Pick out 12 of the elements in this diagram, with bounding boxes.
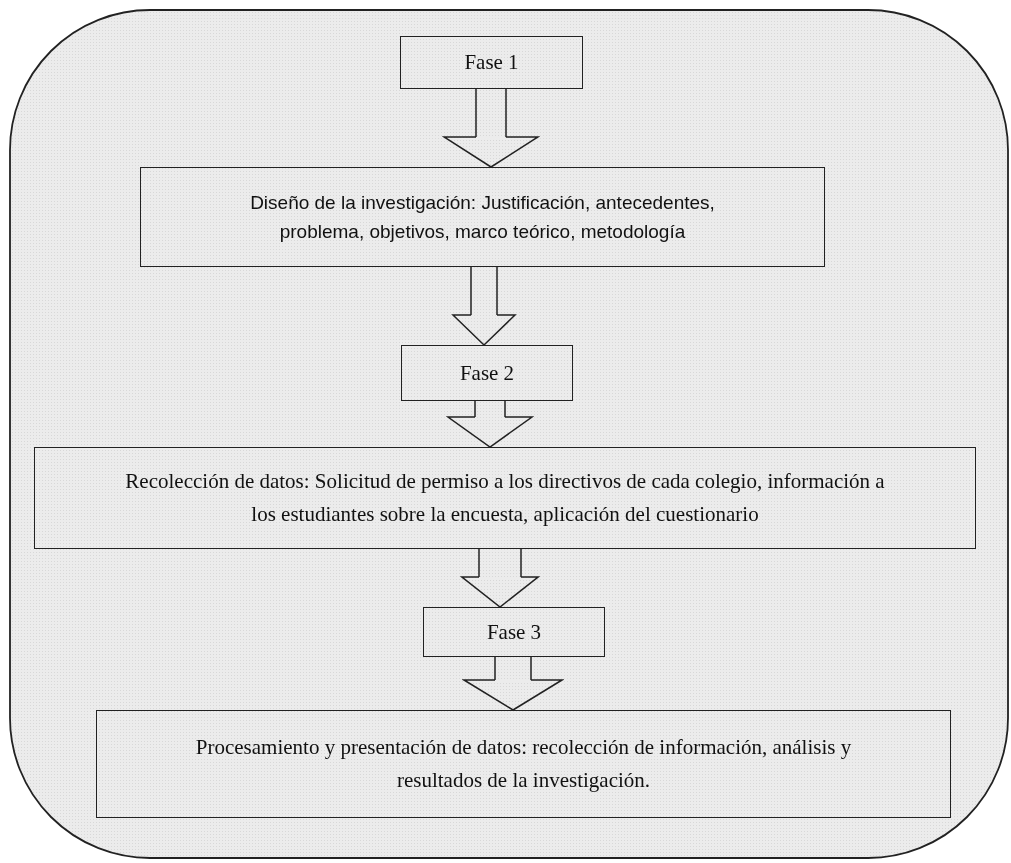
box-text: Fase 3 (486, 618, 542, 646)
phase-label (423, 607, 605, 657)
phase-label (400, 36, 583, 89)
phase-label (401, 345, 573, 401)
process-box (34, 447, 976, 549)
process-box (96, 710, 951, 818)
process-box (140, 167, 825, 267)
box-text: Procesamiento y presentación de datos: recolección de información, análisis y resultados de la investigación. (194, 734, 853, 794)
box-text: Recolección de datos: Solicitud de permiso a los directivos de cada colegio, información a los estudiantes sobre la encuesta, aplicación del cuestionario (124, 468, 886, 528)
box-text: Fase 2 (459, 359, 515, 387)
box-text: Fase 1 (464, 49, 519, 77)
box-text: Diseño de la investigación: Justificación, antecedentes, problema, objetivos, marco teórico, metodología (249, 190, 716, 244)
